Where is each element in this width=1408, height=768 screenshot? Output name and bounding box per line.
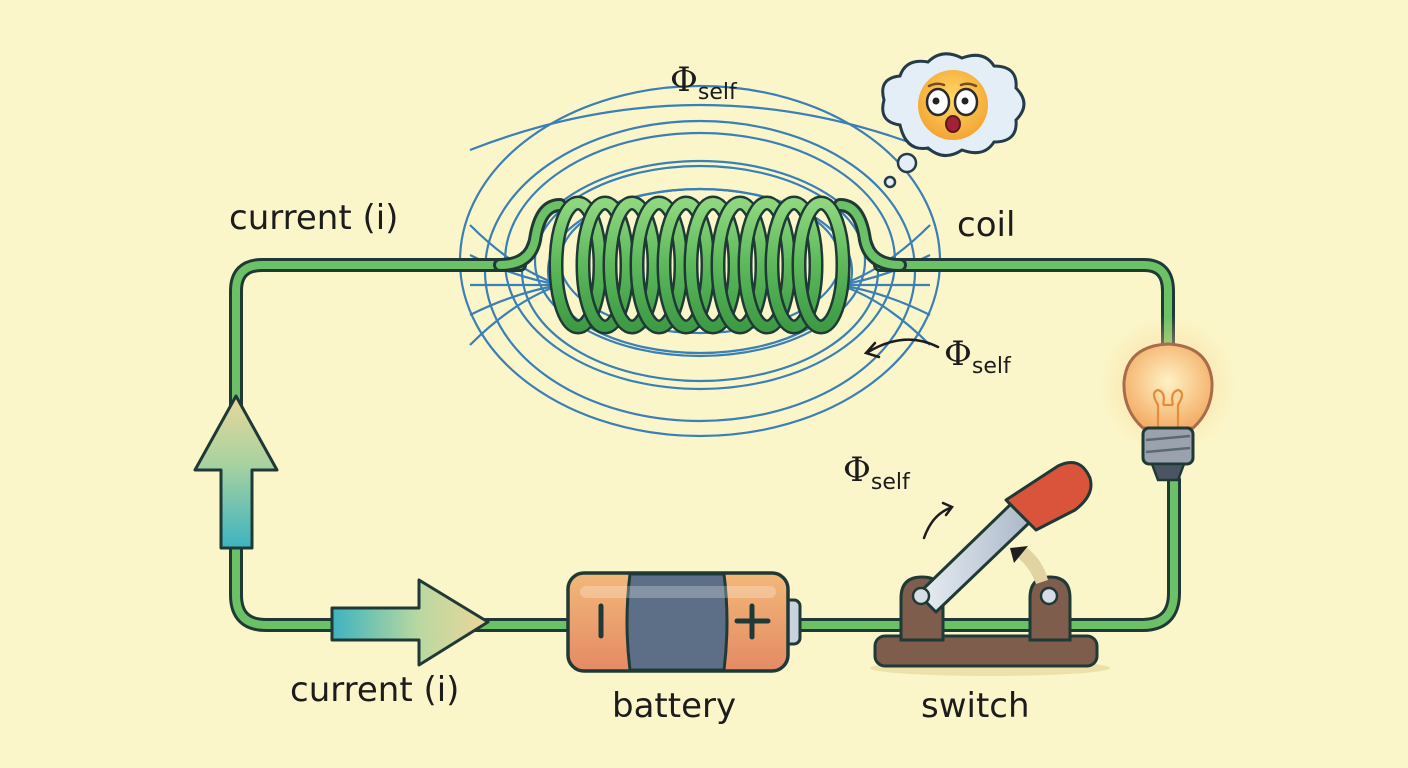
battery-label: battery <box>612 686 737 726</box>
field-line <box>520 159 880 383</box>
field-line <box>533 164 867 358</box>
wire-loop <box>229 258 1181 632</box>
switch <box>870 461 1110 676</box>
curved-arrow-icon <box>922 506 952 540</box>
coil-label: coil <box>957 205 1016 245</box>
coil-turn-fill <box>794 198 848 332</box>
current-arrow-up <box>193 394 279 550</box>
coil <box>493 195 907 335</box>
switch-label: switch <box>921 686 1030 726</box>
thought-bubble <box>881 52 1026 189</box>
coil-turn-fill <box>632 198 686 332</box>
coil-turn-fill <box>659 198 713 332</box>
phi-symbol: Φ <box>944 334 972 374</box>
flux-subscript: self <box>870 470 910 495</box>
field-line <box>839 224 931 287</box>
field-line <box>469 103 931 152</box>
coil-turn-fill <box>686 198 740 332</box>
pencil-icon <box>1012 547 1048 584</box>
flux-subscript: self <box>971 354 1011 379</box>
coil-turn-fill <box>767 198 821 332</box>
battery <box>566 571 802 673</box>
current-arrow-right <box>330 578 490 667</box>
current-label-bottom: current (i) <box>290 670 460 710</box>
flux-label-switch: Φself <box>843 450 910 495</box>
coil-turn-fill <box>578 198 632 332</box>
flux-label-top: Φself <box>670 60 737 105</box>
surprised-emoji-icon <box>918 70 988 140</box>
light-bulb <box>1098 315 1238 482</box>
current-label-top: current (i) <box>229 198 399 238</box>
flux-label-right: Φself <box>944 334 1011 379</box>
phi-symbol: Φ <box>843 450 871 490</box>
coil-turn-fill <box>605 198 659 332</box>
flux-subscript: self <box>697 80 737 105</box>
coil-turn-fill <box>551 198 605 332</box>
field-line <box>469 224 561 287</box>
coil-turn-fill <box>713 198 767 332</box>
coil-turn-fill <box>740 198 794 332</box>
battery-positive-sign <box>734 603 771 640</box>
field-line <box>839 283 931 346</box>
phi-symbol: Φ <box>670 60 698 100</box>
flux-pointer-arrow <box>866 338 940 354</box>
